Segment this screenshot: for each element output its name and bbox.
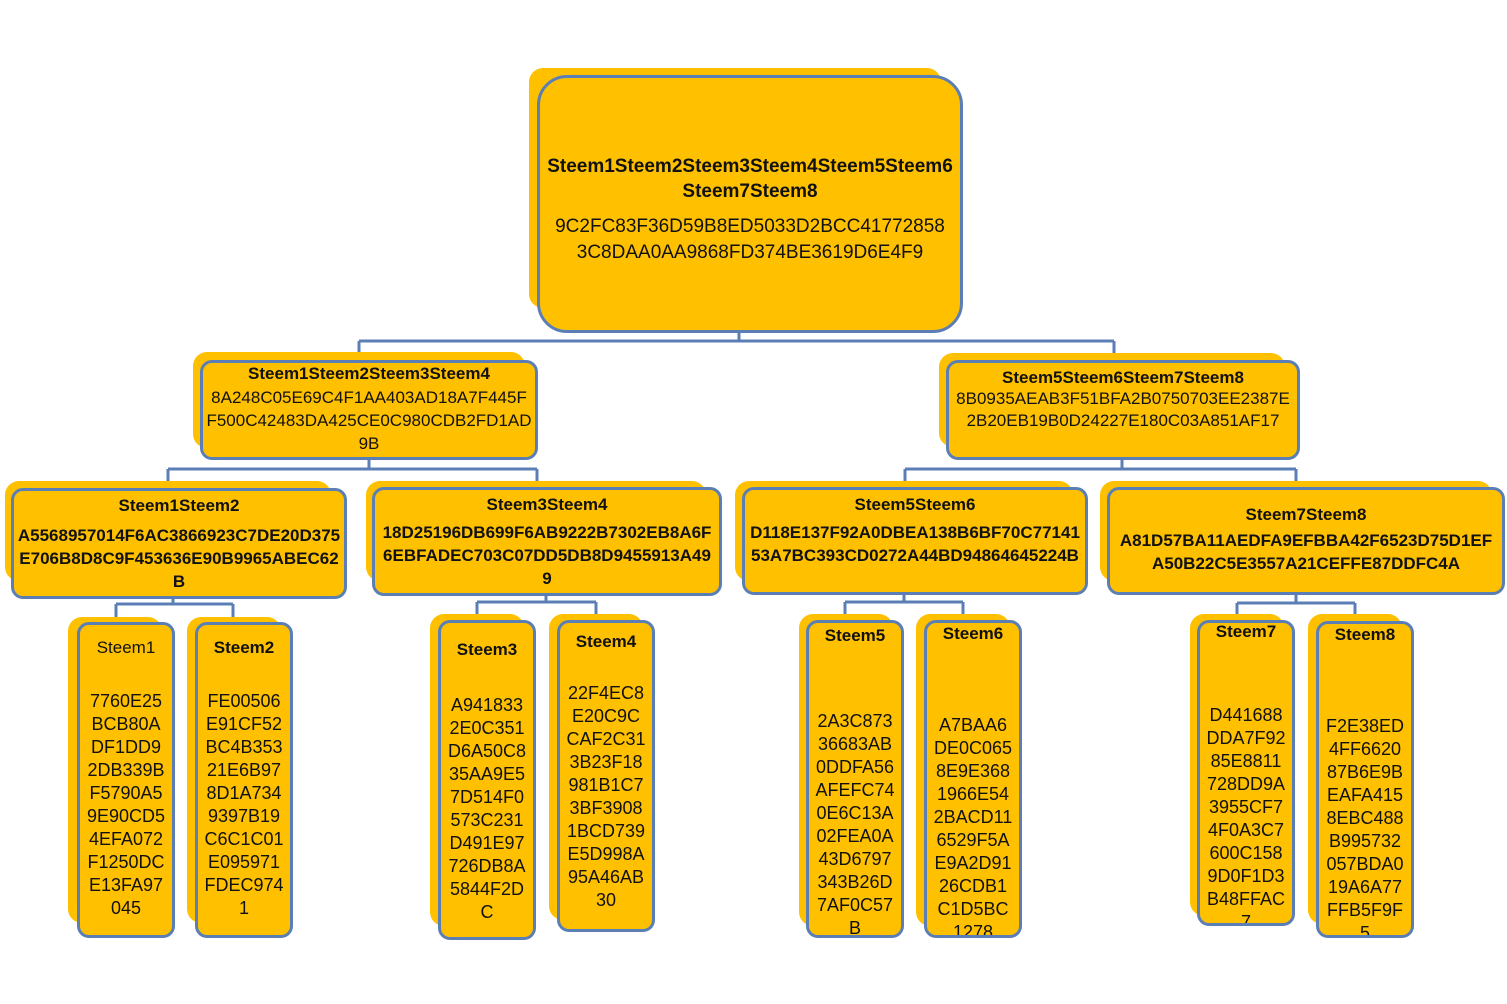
node-steem5-8: Steem5Steem6Steem7Steem8 8B0935AEAB3F51B… [946,360,1300,460]
node-steem7-8-hash: A81D57BA11AEDFA9EFBBA42F6523D75D1EFA50B2… [1119,531,1493,573]
node-steem5-8-title: Steem5Steem6Steem7Steem8 [1002,368,1244,387]
node-steem1-4-hash: 8A248C05E69C4F1AA403AD18A7F445FF500C4248… [206,388,532,453]
node-steem1-2-title: Steem1Steem2 [118,496,240,515]
leaf-steem2-hash: FE00506E91CF52BC4B35321E6B978D1A7349397B… [204,691,284,918]
leaf-steem3-hash: A9418332E0C351D6A50C835AA9E57D514F0573C2… [447,695,527,922]
leaf-steem1-title: Steem1 [96,638,156,657]
node-steem5-6: Steem5Steem6 D118E137F92A0DBEA138B6BF70C… [742,487,1088,595]
leaf-steem2-title: Steem2 [213,638,275,657]
leaf-steem5-title: Steem5 [824,626,886,645]
leaf-steem8-title: Steem8 [1334,625,1396,644]
node-steem1-4-title: Steem1Steem2Steem3Steem4 [248,364,490,383]
node-steem7-8-title: Steem7Steem8 [1245,505,1367,524]
node-steem1-2: Steem1Steem2 A5568957014F6AC3866923C7DE2… [11,488,347,599]
leaf-steem6-hash: A7BAA6DE0C0658E9E3681966E542BACD116529F5… [933,715,1013,938]
leaf-steem8: Steem8 F2E38ED4FF662087B6E9BEAFA4158EBC4… [1316,621,1414,938]
leaf-steem7: Steem7 D441688DDA7F9285E8811728DD9A3955C… [1197,620,1295,926]
root-node: Steem1Steem2Steem3Steem4Steem5Steem6Stee… [537,75,963,333]
root-title: Steem1Steem2Steem3Steem4Steem5Steem6Stee… [547,156,953,202]
leaf-steem4-title: Steem4 [575,632,637,651]
node-steem1-4: Steem1Steem2Steem3Steem4 8A248C05E69C4F1… [200,360,538,460]
leaf-steem5: Steem5 2A3C87336683AB0DDFA56AFEFC740E6C1… [806,620,904,938]
node-steem5-6-title: Steem5Steem6 [854,495,976,514]
node-steem5-6-hash: D118E137F92A0DBEA138B6BF70C7714153A7BC39… [750,523,1080,565]
leaf-steem8-hash: F2E38ED4FF662087B6E9BEAFA4158EBC488B9957… [1325,716,1405,938]
leaf-steem6-title: Steem6 [942,624,1004,643]
root-hash: 9C2FC83F36D59B8ED5033D2BCC417728583C8DAA… [555,216,945,263]
leaf-steem4-hash: 22F4EC8E20C9CCAF2C313B23F18981B1C73BF390… [566,683,646,910]
leaf-steem3-title: Steem3 [456,640,518,659]
leaf-steem2: Steem2 FE00506E91CF52BC4B35321E6B978D1A7… [195,622,293,938]
leaf-steem4: Steem4 22F4EC8E20C9CCAF2C313B23F18981B1C… [557,620,655,932]
node-steem3-4: Steem3Steem4 18D25196DB699F6AB9222B7302E… [372,487,722,596]
leaf-steem6: Steem6 A7BAA6DE0C0658E9E3681966E542BACD1… [924,620,1022,938]
leaf-steem1: Steem1 7760E25BCB80ADF1DD92DB339BF5790A5… [77,622,175,938]
node-steem3-4-title: Steem3Steem4 [486,495,608,514]
leaf-steem7-hash: D441688DDA7F9285E8811728DD9A3955CF74F0A3… [1206,705,1286,926]
node-steem7-8: Steem7Steem8 A81D57BA11AEDFA9EFBBA42F652… [1107,487,1505,595]
node-steem1-2-hash: A5568957014F6AC3866923C7DE20D375E706B8D8… [17,526,341,591]
leaf-steem3: Steem3 A9418332E0C351D6A50C835AA9E57D514… [438,620,536,940]
node-steem3-4-hash: 18D25196DB699F6AB9222B7302EB8A6F6EBFADEC… [382,523,712,588]
node-steem5-8-hash: 8B0935AEAB3F51BFA2B0750703EE2387E2B20EB1… [956,389,1290,430]
leaf-steem5-hash: 2A3C87336683AB0DDFA56AFEFC740E6C13A02FEA… [815,711,895,938]
leaf-steem1-hash: 7760E25BCB80ADF1DD92DB339BF5790A59E90CD5… [86,691,166,918]
leaf-steem7-title: Steem7 [1215,622,1277,641]
